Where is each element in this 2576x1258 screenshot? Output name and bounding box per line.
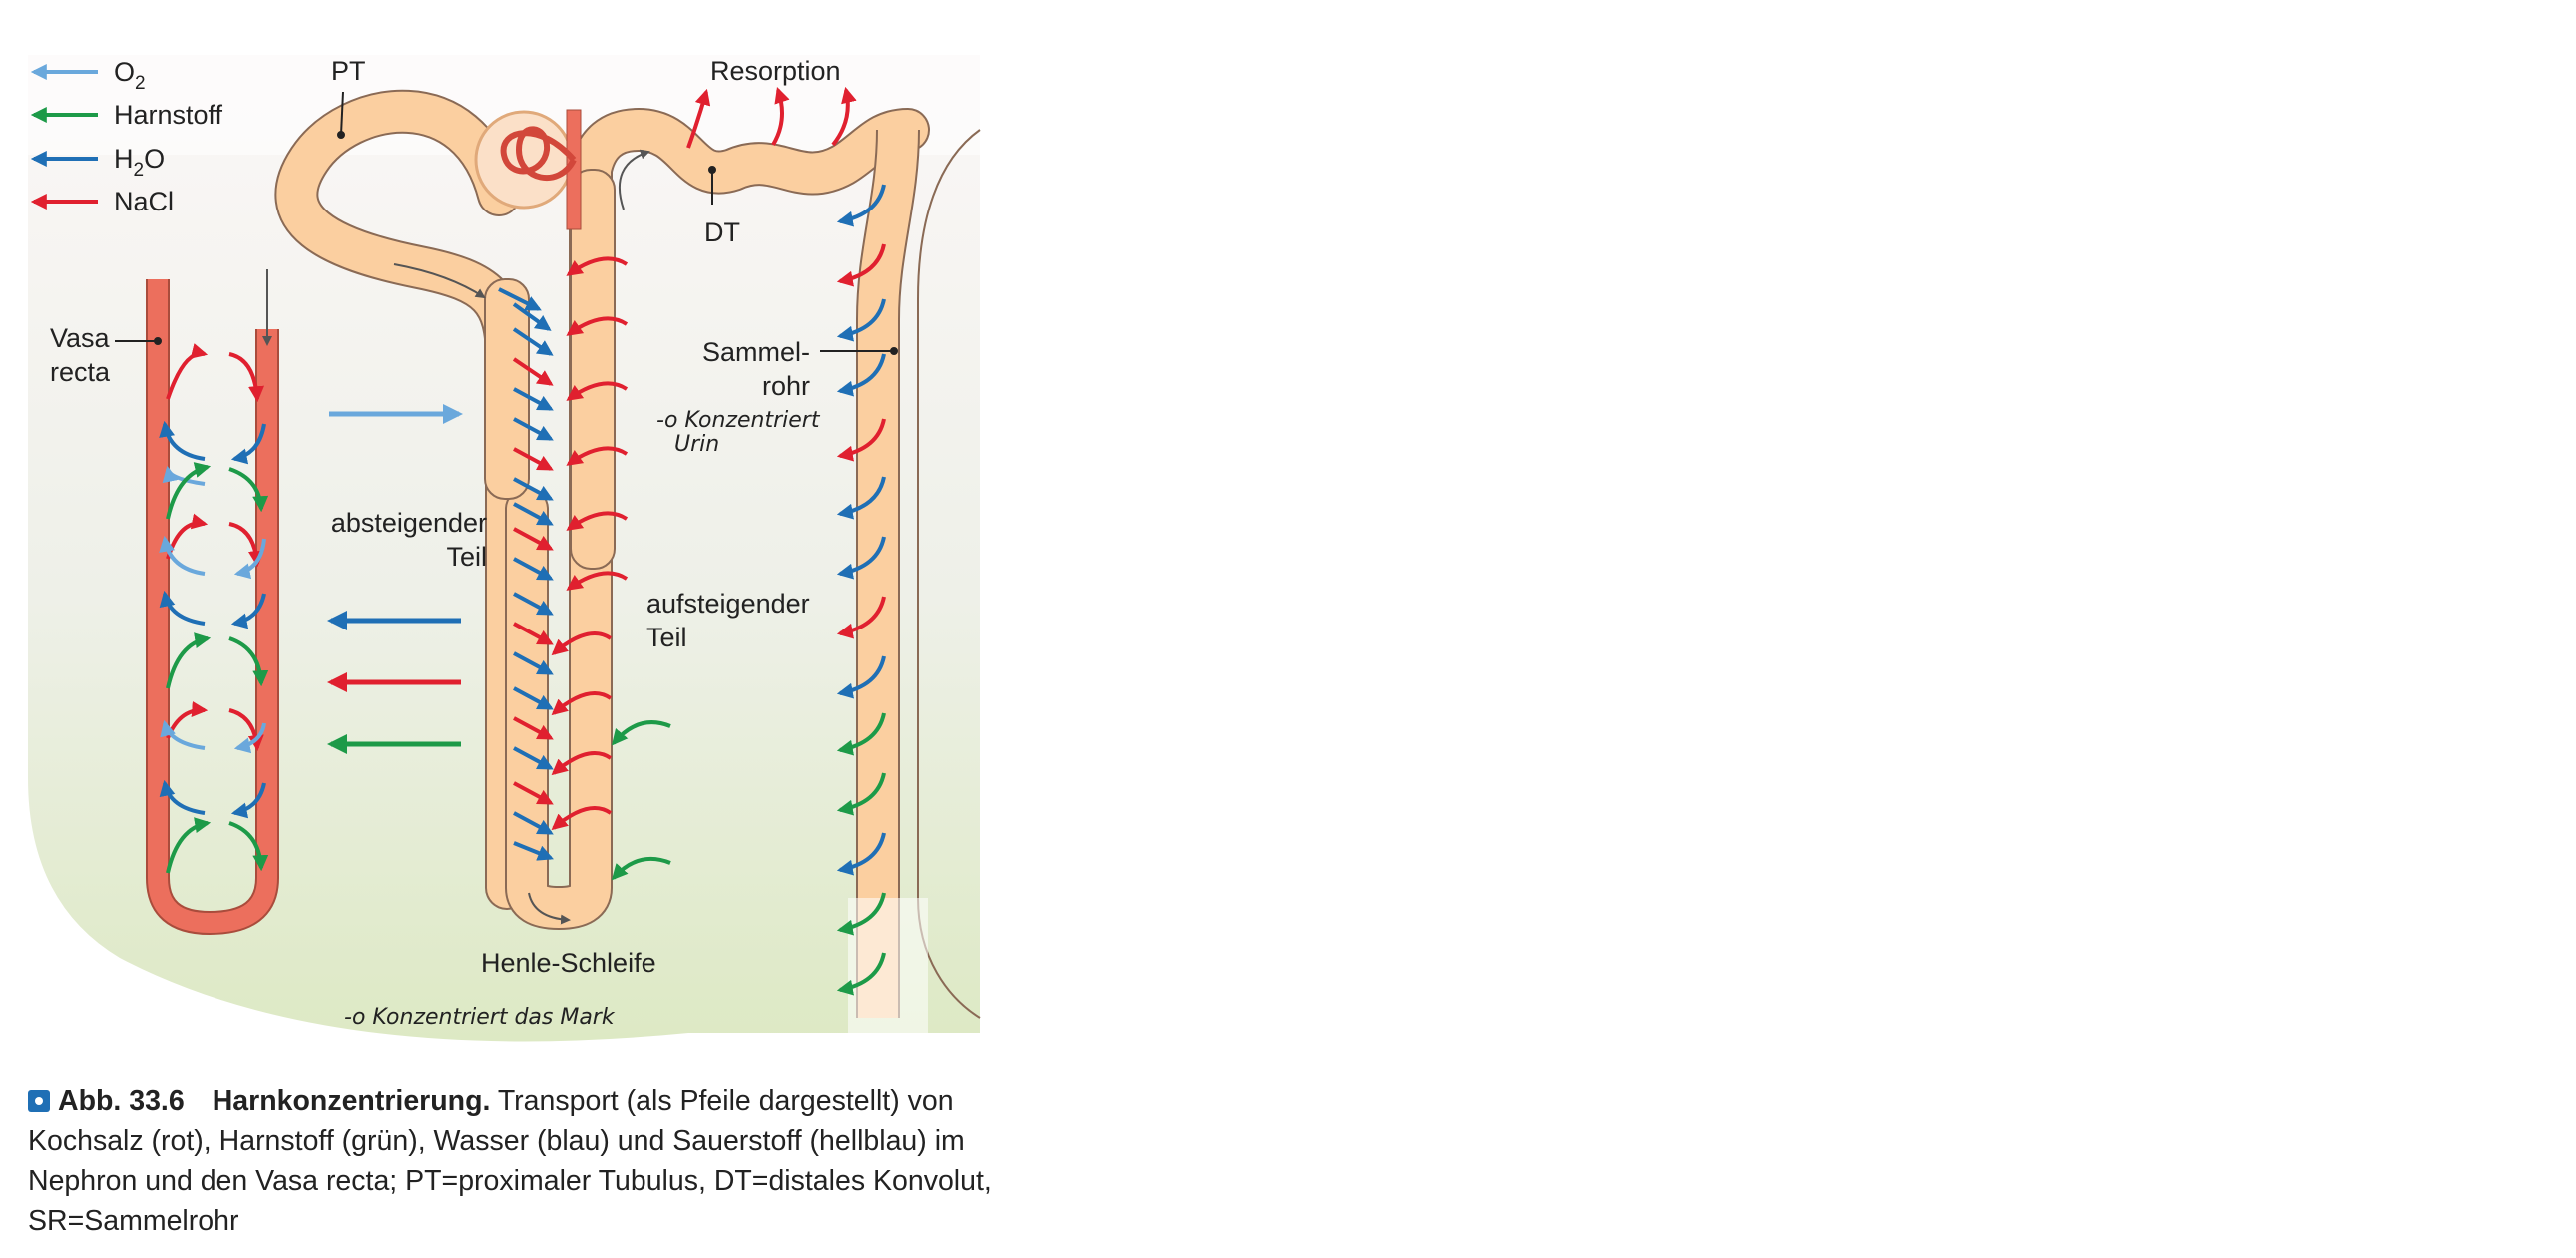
label-resorption: Resorption xyxy=(710,56,841,86)
legend-item-o2: O2 xyxy=(30,57,146,94)
handnote-konzentriert-urin-2: Urin xyxy=(674,432,719,457)
svg-text:O2: O2 xyxy=(114,57,146,94)
vasa-recta-arrows xyxy=(159,343,269,874)
label-pt: PT xyxy=(331,56,366,86)
svg-text:NaCl: NaCl xyxy=(114,187,174,216)
label-absteigender-1: absteigender xyxy=(331,508,487,538)
label-henle-schleife: Henle-Schleife xyxy=(481,948,656,978)
resorption-arrows xyxy=(393,86,857,299)
diagram-figure: O2 Harnstoff H2O NaCl xyxy=(0,0,998,1057)
label-sammelrohr-2: rohr xyxy=(762,371,810,401)
legend-item-nacl: NaCl xyxy=(30,187,174,216)
caption-title: Harnkonzentrierung. xyxy=(212,1085,491,1117)
svg-text:Harnstoff: Harnstoff xyxy=(114,100,223,130)
kidney-outline xyxy=(917,129,981,1019)
label-absteigender-2: Teil xyxy=(446,542,487,572)
label-sammelrohr-1: Sammel- xyxy=(702,337,810,367)
figure-caption: Abb. 33.6 Harnkonzentrierung. Transport (… xyxy=(28,1081,996,1241)
descending-limb-arrows xyxy=(498,287,554,861)
label-dt: DT xyxy=(704,217,740,247)
caption-figure-number: Abb. 33.6 xyxy=(58,1085,185,1117)
legend-item-harnstoff: Harnstoff xyxy=(30,100,223,130)
glomerulus xyxy=(474,109,582,230)
caption-badge-icon xyxy=(28,1090,50,1112)
legend-item-h2o: H2O xyxy=(30,144,165,181)
nephron-tubule xyxy=(274,89,981,1033)
ascending-limb-arrows xyxy=(528,256,671,925)
label-vasa-recta-2: recta xyxy=(50,357,111,387)
legend: O2 Harnstoff H2O NaCl xyxy=(30,57,223,216)
caption-text: Transport (als Pfeile dargestellt) von K… xyxy=(28,1085,992,1237)
harnkonzentrierung-diagram: O2 Harnstoff H2O NaCl xyxy=(28,55,981,1042)
exchange-arrows-large xyxy=(327,404,463,754)
svg-text:H2O: H2O xyxy=(114,144,165,181)
handnote-konzentriert-mark: -o Konzentriert das Mark xyxy=(344,1005,616,1030)
collecting-duct-arrows xyxy=(836,184,886,996)
collecting-duct-fade xyxy=(848,898,928,1033)
leader-lines xyxy=(115,91,898,355)
label-aufsteigender-1: aufsteigender xyxy=(646,589,810,619)
label-aufsteigender-2: Teil xyxy=(646,623,687,652)
handnote-konzentriert-urin-1: -o Konzentriert xyxy=(656,408,821,433)
vasa-recta xyxy=(146,269,279,936)
label-vasa-recta-1: Vasa xyxy=(50,323,111,353)
